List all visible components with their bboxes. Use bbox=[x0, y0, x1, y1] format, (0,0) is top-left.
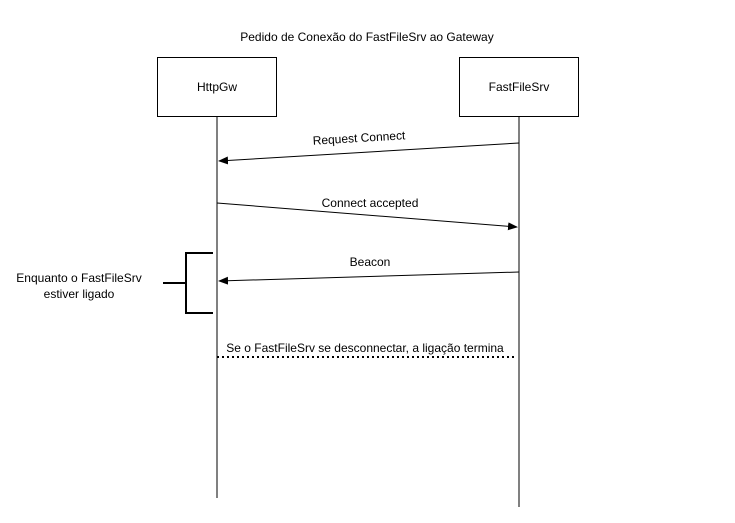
loop-bracket bbox=[185, 252, 213, 314]
termination-label: Se o FastFileSrv se desconnectar, a liga… bbox=[226, 341, 504, 355]
loop-note-line-1: Enquanto o FastFileSrv bbox=[16, 271, 142, 285]
participant-box-httpgw: HttpGw bbox=[157, 57, 277, 117]
loop-note-line-2: estiver ligado bbox=[43, 287, 115, 301]
message-label-beacon: Beacon bbox=[349, 255, 391, 269]
participant-label-fastfilesrv: FastFileSrv bbox=[488, 80, 550, 94]
participant-box-fastfilesrv: FastFileSrv bbox=[459, 57, 579, 117]
participant-label-httpgw: HttpGw bbox=[196, 80, 237, 94]
diagram-title: Pedido de Conexão do FastFileSrv ao Gate… bbox=[240, 30, 494, 44]
message-arrow-beacon bbox=[218, 271, 520, 285]
message-label-connect-accepted: Connect accepted bbox=[321, 196, 419, 210]
message-arrow-request-connect bbox=[218, 142, 520, 165]
message-arrow-connect-accepted bbox=[216, 202, 518, 231]
loop-note: Enquanto o FastFileSrv estiver ligado bbox=[16, 270, 141, 302]
